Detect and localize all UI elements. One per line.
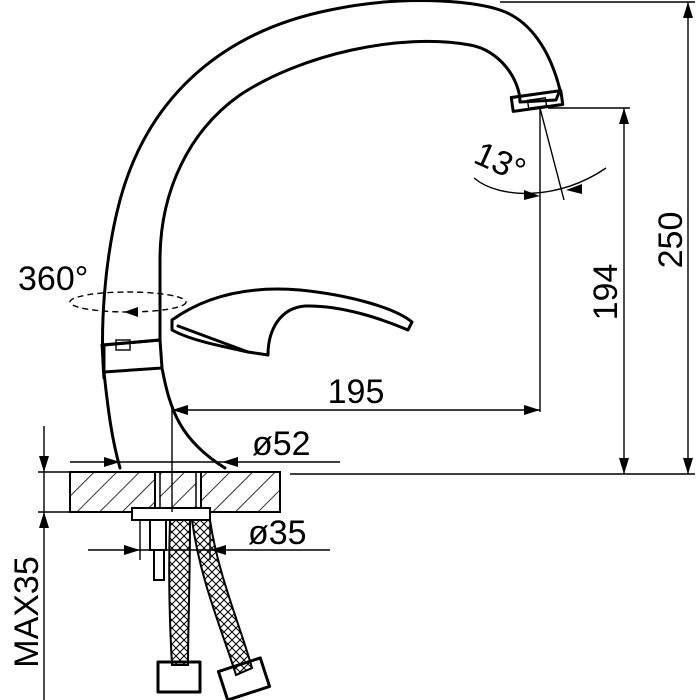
lever-handle [170,287,414,357]
dimension-spout-reach: 195 [171,373,540,512]
dimension-overall-height: 250 [290,1,695,475]
spout-body [100,0,565,470]
rotation-angle-label: 360° [18,260,88,298]
shank-diameter-label: ø35 [248,514,307,552]
spout-reach-label: 195 [328,373,385,411]
countertop-section [69,471,281,581]
spout-height-label: 194 [587,264,625,321]
overall-height-label: 250 [652,212,690,269]
base-diameter-label: ø52 [252,425,311,463]
rotation-indicator [69,291,187,317]
max-thickness-label: MAX35 [8,556,46,668]
supply-hoses [156,519,272,700]
dimension-spout-height: 194 [548,107,630,474]
dimension-base-diameter: ø52 [70,425,340,467]
dimension-aerator-angle: 13° [469,107,607,412]
dimension-shank-diameter: ø35 [88,514,330,560]
dimension-max-thickness: MAX35 [8,426,70,700]
